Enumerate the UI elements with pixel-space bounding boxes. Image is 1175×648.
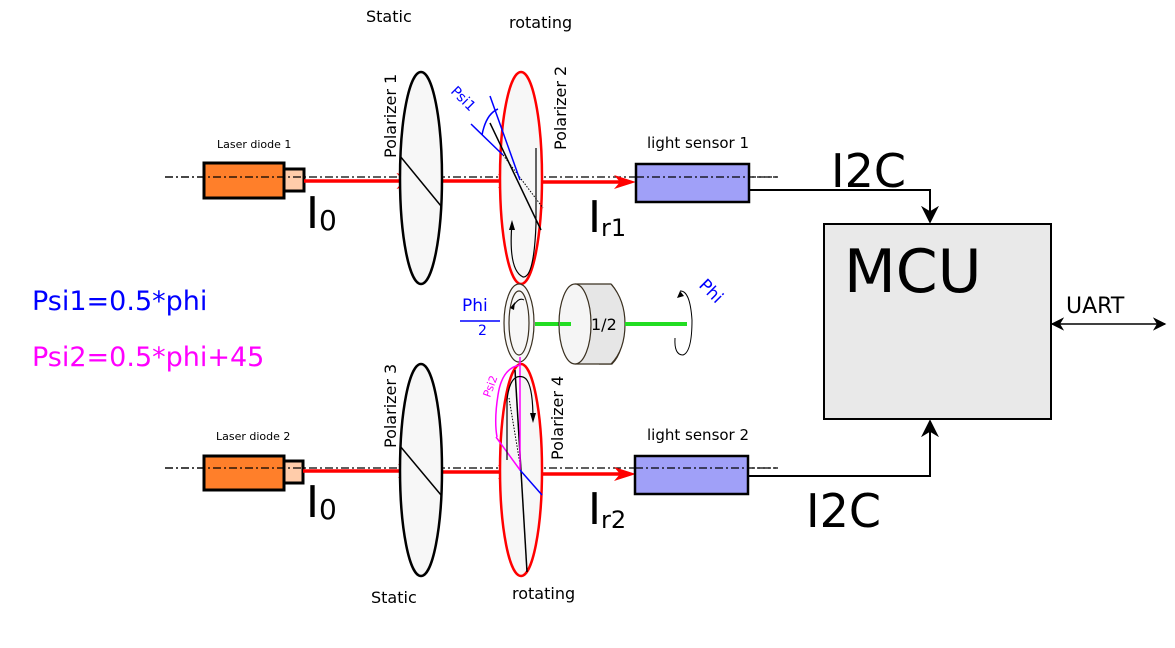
phi-label: Phi [694, 275, 726, 307]
drive-rotation-arrow-icon [674, 290, 693, 356]
equation-psi1: Psi1=0.5*phi [32, 286, 207, 317]
ir1-label: Ir1 [588, 192, 626, 243]
laser-diode-1-tip [282, 167, 306, 193]
polarizer-4-label: Polarizer 4 [548, 376, 567, 460]
equation-psi2: Psi2=0.5*phi+45 [32, 342, 264, 373]
laser-diode-2-label: Laser diode 2 [216, 430, 290, 443]
phi-half-denominator: 2 [478, 323, 487, 339]
bottom-optical-path: Laser diode 2 I0 Polarizer 3 Psi2 Polari… [165, 357, 778, 578]
light-sensor-1-label: light sensor 1 [647, 134, 749, 152]
ir2-label: Ir2 [588, 484, 626, 535]
i2c-wire-2 [748, 419, 939, 477]
polarizer-1 [398, 70, 444, 286]
polarizer-2-axis [489, 122, 542, 231]
light-sensor-1 [634, 162, 751, 204]
top-optical-path: Laser diode 1 I0 Polarizer 1 Psi1 Polari… [165, 66, 778, 286]
gear-assembly: Phi 2 1/2 Phi [460, 275, 727, 365]
static-top-label: Static [366, 7, 412, 26]
laser-diode-2-body [202, 454, 286, 492]
polarizer-3-label: Polarizer 3 [381, 364, 400, 448]
laser-diode-1-body [202, 161, 286, 200]
gear-ratio-label: 1/2 [591, 315, 617, 334]
laser-diode-2-tip [282, 459, 305, 485]
i2c-wire-1 [749, 189, 939, 224]
rotation-arrow-icon [510, 222, 537, 278]
i2c-top-label: I2C [831, 144, 906, 198]
rotating-top-label: rotating [509, 13, 572, 32]
rotation-arrow-icon [506, 375, 534, 460]
beam-arrow [614, 175, 636, 189]
driven-gear-inner [508, 290, 530, 356]
polarizer-1-axis [399, 155, 442, 207]
i2c-bottom-label: I2C [806, 484, 881, 538]
static-bottom-label: Static [371, 588, 417, 607]
i0-top-label: I0 [306, 188, 337, 239]
phi-half-numerator: Phi [462, 296, 488, 316]
psi2-angle-arc [494, 364, 521, 438]
polarizer-2-label: Polarizer 2 [551, 66, 570, 150]
mcu-block [823, 223, 1052, 420]
i0-bottom-label: I0 [306, 477, 337, 528]
light-sensor-2 [633, 454, 750, 496]
mcu-label: MCU [844, 237, 982, 307]
rotating-bottom-label: rotating [512, 584, 575, 603]
polarizer-1-label: Polarizer 1 [381, 74, 400, 158]
psi1-angle-arc [481, 108, 499, 136]
laser-diode-1-label: Laser diode 1 [217, 138, 291, 151]
psi2-line [495, 436, 521, 471]
psi1-angle-label: Psi1 [447, 84, 478, 115]
polarizer-3-axis [399, 445, 442, 496]
uart-label: UART [1066, 294, 1125, 319]
beam-arrow [614, 467, 636, 481]
gear-cylinder-face [558, 283, 592, 365]
light-sensor-2-label: light sensor 2 [647, 426, 749, 444]
